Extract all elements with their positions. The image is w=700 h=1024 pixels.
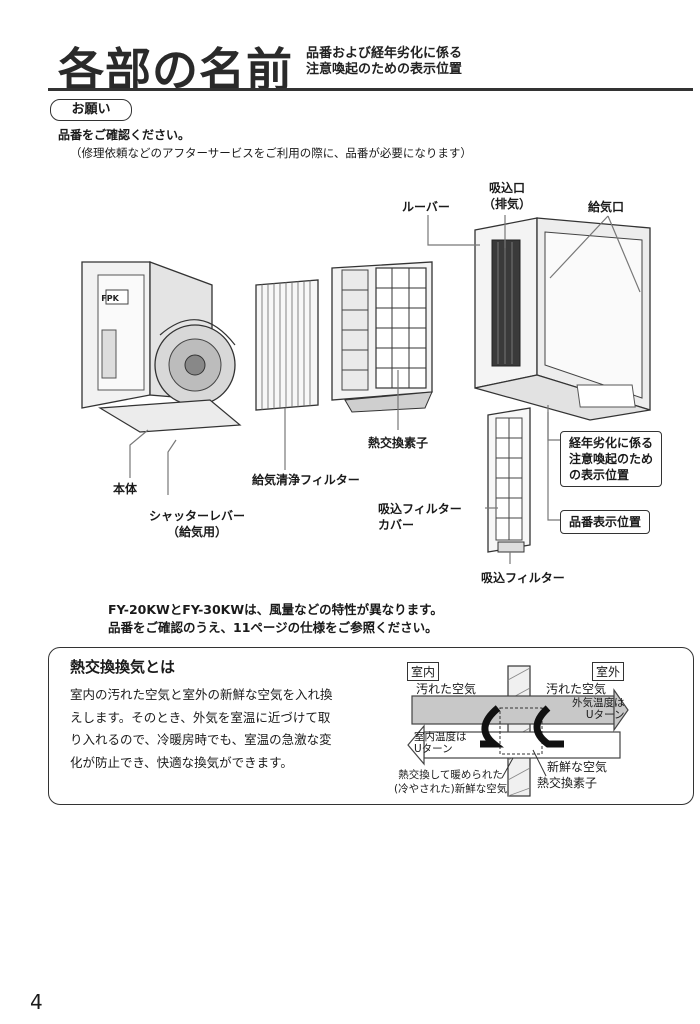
diagram-warmed-line-2: (冷やされた)新鮮な空気: [394, 783, 508, 795]
heat-exchange-diagram: [407, 665, 629, 797]
label-intake-port: 吸込口 （排気）: [481, 180, 533, 212]
upper-duct-arrow: [613, 688, 629, 732]
supply-filter-drawing: [255, 279, 319, 411]
leader-lines: [129, 215, 641, 564]
notice-line-1: 品番をご確認ください。: [58, 128, 191, 142]
diagram-outdoor-temp-line-1: 外気温度は: [572, 697, 625, 709]
title-rule: [48, 88, 693, 91]
fresh-air-leader: [501, 757, 514, 779]
label-louver: ルーバー: [402, 200, 450, 214]
diagram-dirty-air-out: 汚れた空気: [546, 682, 607, 696]
intake-filter-drawing: [487, 407, 531, 553]
heat-exchange-panel: [48, 647, 694, 805]
element-box: [499, 707, 543, 755]
label-intake-filter-cover-line-1: 吸込フィルター: [378, 502, 462, 516]
model-position-box: 品番表示位置: [560, 510, 651, 534]
lower-duct: [423, 731, 621, 759]
label-shutter-lever-line-2: （給気用）: [166, 525, 227, 539]
outdoor-u-turn-arrow: [533, 705, 564, 748]
label-supply-port: 給気口: [588, 200, 625, 214]
subtitle-line-1: 品番および経年劣化に係る: [306, 46, 463, 61]
page-number: 4: [30, 990, 43, 1014]
label-body: 本体: [113, 482, 138, 496]
aging-warning-line-2: 注意喚起のため: [569, 452, 654, 466]
page-subtitle: 品番および経年劣化に係る 注意喚起のための表示位置: [306, 46, 462, 78]
lower-duct-arrow: [407, 724, 425, 766]
label-intake-filter: 吸込フィルター: [481, 571, 565, 585]
diagram-indoor-temp: 室内温度は Uターン: [414, 731, 467, 755]
aging-warning-line-1: 経年劣化に係る: [569, 436, 654, 450]
diagram-indoor: 室内: [407, 662, 440, 681]
notice-badge: お願い: [50, 99, 132, 121]
aging-warning-box: 経年劣化に係る 注意喚起のため の表示位置: [560, 431, 663, 487]
diagram-outdoor: 室外: [592, 662, 625, 681]
parts-illustration: FPK: [81, 215, 651, 564]
label-heat-exchanger: 熱交換素子: [368, 436, 429, 450]
label-shutter-lever-line-1: シャッターレバー: [148, 509, 245, 523]
front-cover-drawing: [474, 217, 651, 421]
label-supply-filter: 給気清浄フィルター: [252, 473, 360, 487]
model-note-line-1: FY-20KWとFY-30KWは、風量などの特性が異なります。: [108, 602, 443, 617]
diagram-warmed-air: 熱交換して暖められた (冷やされた)新鮮な空気: [394, 768, 507, 796]
label-intake-filter-cover-line-2: カバー: [378, 518, 415, 532]
label-intake-port-line-1: 吸込口: [488, 181, 525, 195]
label-intake-filter-cover: 吸込フィルター カバー: [378, 501, 462, 533]
diagram-element: 熱交換素子: [537, 776, 598, 790]
diagram-outdoor-temp-line-2: Uターン: [585, 709, 625, 721]
diagram-indoor-temp-line-2: Uターン: [414, 743, 453, 755]
diagram-dirty-air-in: 汚れた空気: [416, 682, 477, 696]
diagram-warmed-line-1: 熱交換して暖められた: [398, 769, 503, 781]
main-body-drawing: [81, 261, 242, 433]
heat-exchange-body: 室内の汚れた空気と室外の新鮮な空気を入れ換えします。そのとき、外気を室温に近づけ…: [70, 687, 333, 770]
notice-line-2: （修理依頼などのアフターサービスをご利用の際に、品番が必要になります）: [70, 146, 472, 160]
aging-warning-line-3: の表示位置: [569, 468, 630, 482]
indoor-u-turn-arrow: [480, 705, 504, 748]
element-leader: [532, 749, 547, 777]
wall-drawing: [507, 665, 531, 797]
model-note-line-2: 品番をご確認のうえ、11ページの仕様をご参照ください。: [108, 620, 438, 635]
label-intake-port-line-2: （排気）: [482, 197, 531, 211]
model-note: FY-20KWとFY-30KWは、風量などの特性が異なります。 品番をご確認のう…: [108, 601, 443, 637]
heat-exchanger-drawing: [331, 261, 433, 413]
subtitle-line-2: 注意喚起のための表示位置: [306, 62, 463, 77]
diagram-indoor-temp-line-1: 室内温度は: [414, 731, 467, 743]
diagram-fresh-air: 新鮮な空気: [547, 760, 608, 774]
fpk-mark: FPK: [101, 294, 119, 303]
diagram-outdoor-temp: 外気温度は Uターン: [572, 697, 625, 721]
label-shutter-lever: シャッターレバー （給気用）: [142, 508, 252, 540]
heat-exchange-title: 熱交換換気とは: [70, 658, 176, 676]
